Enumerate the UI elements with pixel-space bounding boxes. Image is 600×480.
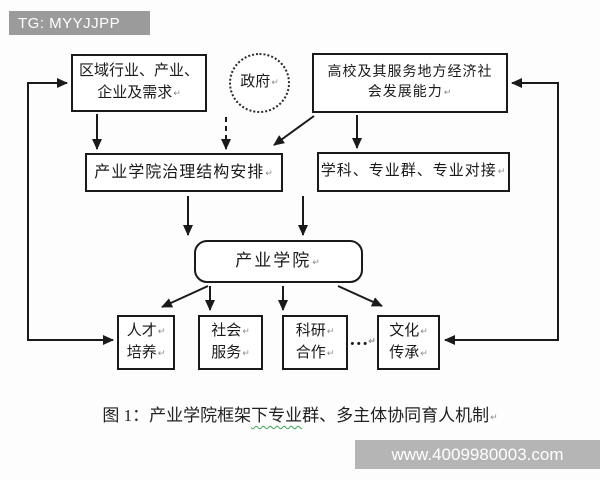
source-badge: TG: MYYJJPP <box>9 11 150 35</box>
return-mark: ↵ <box>497 167 507 178</box>
region-industry-line2: 企业及需求↵ <box>97 85 181 101</box>
government-circle: 政府↵ <box>229 53 290 113</box>
ellipsis-dots: …↵ <box>349 329 375 350</box>
caption-prefix: 图 1：产业学院框架 <box>102 406 252 425</box>
governance-structure-box: 产业学院治理结构安排↵ <box>85 153 283 192</box>
talent-line1: 人才↵ <box>126 322 166 339</box>
social-service-box: 社会↵ 服务↵ <box>198 315 263 370</box>
return-mark: ↵ <box>173 89 181 99</box>
talent-cultivation-box: 人才↵ 培养↵ <box>117 315 175 370</box>
return-mark: ↵ <box>312 258 322 269</box>
return-mark: ↵ <box>271 78 279 89</box>
arrow-univ-to-governance <box>273 115 315 146</box>
culture-inheritance-box: 文化↵ 传承↵ <box>377 315 440 370</box>
return-mark: ↵ <box>368 337 375 347</box>
return-mark: ↵ <box>490 413 498 423</box>
government-label: 政府↵ <box>240 74 279 91</box>
return-mark: ↵ <box>420 326 428 337</box>
university-capacity-line2: 会发展能力↵ <box>367 85 453 100</box>
culture-line2: 传承↵ <box>389 344 428 361</box>
region-industry-box: 区域行业、产业、 企业及需求↵ <box>71 54 207 112</box>
return-mark: ↵ <box>326 348 335 359</box>
return-mark: ↵ <box>443 88 453 98</box>
region-industry-line1: 区域行业、产业、 <box>78 63 199 80</box>
arrow-college-to-culture <box>337 285 383 307</box>
research-line2: 合作↵ <box>295 344 335 361</box>
figure-caption: 图 1：产业学院框架下专业群、多主体协同育人机制↵ <box>0 401 600 426</box>
culture-line1: 文化↵ <box>389 322 428 339</box>
industry-college-box: 产业学院↵ <box>194 240 363 283</box>
return-mark: ↵ <box>242 348 250 359</box>
industry-college-label: 产业学院↵ <box>235 251 322 271</box>
return-mark: ↵ <box>265 168 274 179</box>
caption-spellcheck-underline: 下专业 <box>251 406 303 425</box>
caption-suffix: 群、多主体协同育人机制 <box>302 406 490 425</box>
society-line1: 社会↵ <box>211 322 250 339</box>
governance-structure-label: 产业学院治理结构安排↵ <box>94 163 274 181</box>
research-line1: 科研↵ <box>295 322 335 339</box>
university-capacity-box: 高校及其服务地方经济社 会发展能力↵ <box>312 53 508 113</box>
watermark-text: www.4009980003.com <box>391 444 564 464</box>
subject-alignment-box: 学科、专业群、专业对接↵ <box>317 152 510 192</box>
return-mark: ↵ <box>420 348 428 359</box>
university-capacity-line1: 高校及其服务地方经济社 <box>327 64 493 80</box>
return-mark: ↵ <box>157 326 166 337</box>
research-cooperation-box: 科研↵ 合作↵ <box>282 315 348 370</box>
subject-alignment-label: 学科、专业群、专业对接↵ <box>320 163 507 180</box>
society-line2: 服务↵ <box>211 344 250 361</box>
talent-line2: 培养↵ <box>126 344 166 361</box>
return-mark: ↵ <box>242 326 250 337</box>
arrow-college-to-talent <box>161 285 209 308</box>
return-mark: ↵ <box>157 348 166 359</box>
return-mark: ↵ <box>326 326 335 337</box>
watermark-bar: www.4009980003.com <box>355 440 600 469</box>
source-badge-text: TG: MYYJJPP <box>18 14 121 32</box>
